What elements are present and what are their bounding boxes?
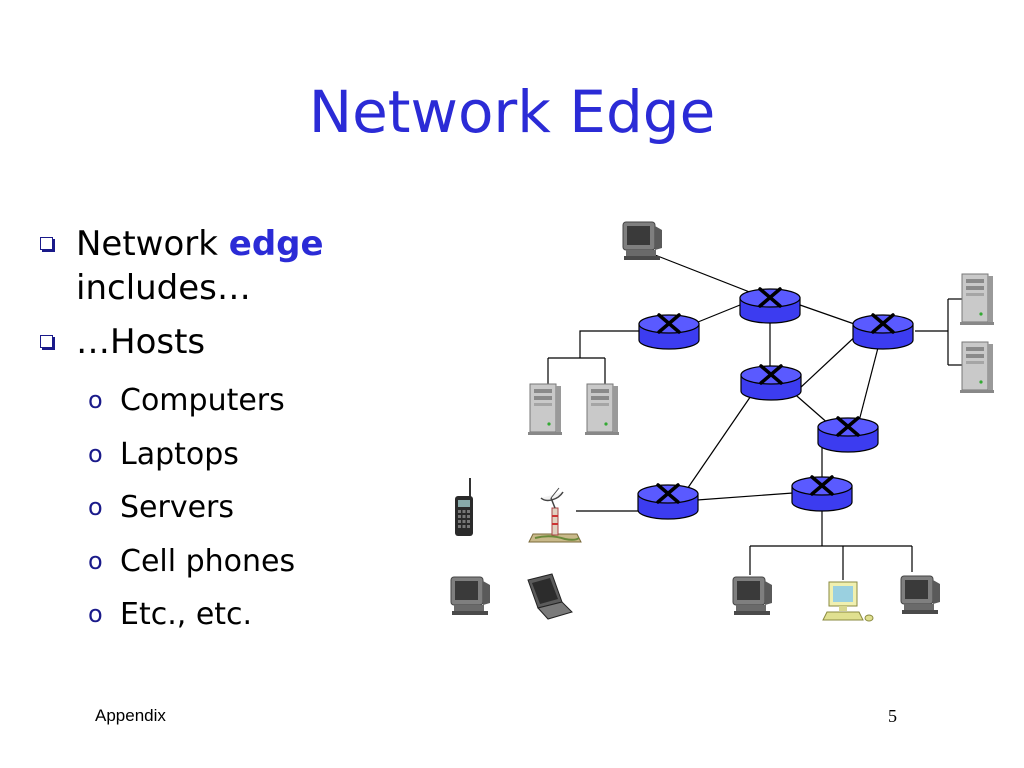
bullet-list: Network edge includes… …Hosts o Computers… [36, 222, 396, 642]
desktop-computer-icon [732, 576, 773, 616]
bullet-o-icon: o [88, 439, 103, 468]
desktop-computer-icon [900, 575, 941, 615]
subbullet-text: Etc., etc. [120, 597, 253, 632]
subbullet-text: Cell phones [120, 543, 296, 579]
bullet-o-icon: o [88, 546, 103, 575]
subbullet-laptops: o Laptops [36, 428, 396, 482]
bullet-square-icon [40, 237, 53, 250]
router-icon-left [637, 313, 701, 351]
subbullet-computers: o Computers [36, 374, 396, 428]
server-tower-icon [527, 383, 563, 436]
router-icon-bottom [790, 475, 854, 513]
desktop-computer-icon [450, 576, 491, 616]
bullet-hosts: …Hosts [36, 320, 396, 364]
slide-title: Network Edge [308, 78, 716, 146]
router-icon-lower-right [816, 416, 880, 454]
bullet-hosts-text: …Hosts [76, 322, 206, 362]
subbullet-etc: o Etc., etc. [36, 588, 396, 642]
bullet-text-before: Network [76, 224, 229, 264]
desktop-computer-icon [622, 221, 663, 261]
subbullet-text: Computers [120, 383, 285, 418]
router-icon-bottom-left [636, 483, 700, 521]
workstation-icon [822, 581, 874, 622]
bullet-o-icon: o [88, 386, 103, 414]
server-tower-icon [584, 383, 620, 436]
subbullet-text: Servers [120, 490, 235, 525]
footer-appendix: Appendix [95, 706, 166, 725]
subbullet-text: Laptops [120, 436, 239, 472]
satellite-antenna-icon [528, 487, 582, 543]
subbullet-servers: o Servers [36, 481, 396, 535]
router-icon-top [738, 287, 802, 325]
page-number: 5 [888, 706, 897, 726]
router-icon-middle [739, 364, 803, 402]
bullet-network-edge: Network edge includes… [36, 222, 396, 310]
server-tower-icon [959, 341, 995, 394]
cell-phone-icon [454, 477, 474, 537]
subbullet-cell-phones: o Cell phones [36, 535, 396, 589]
router-icon-right [851, 313, 915, 351]
bullet-highlight-edge: edge [228, 224, 324, 264]
laptop-icon [527, 573, 573, 620]
bullet-square-icon [40, 335, 53, 348]
bullet-o-icon: o [88, 493, 103, 521]
server-tower-icon [959, 273, 995, 326]
bullet-o-icon: o [88, 600, 103, 628]
bullet-text-after: includes… [76, 268, 251, 308]
